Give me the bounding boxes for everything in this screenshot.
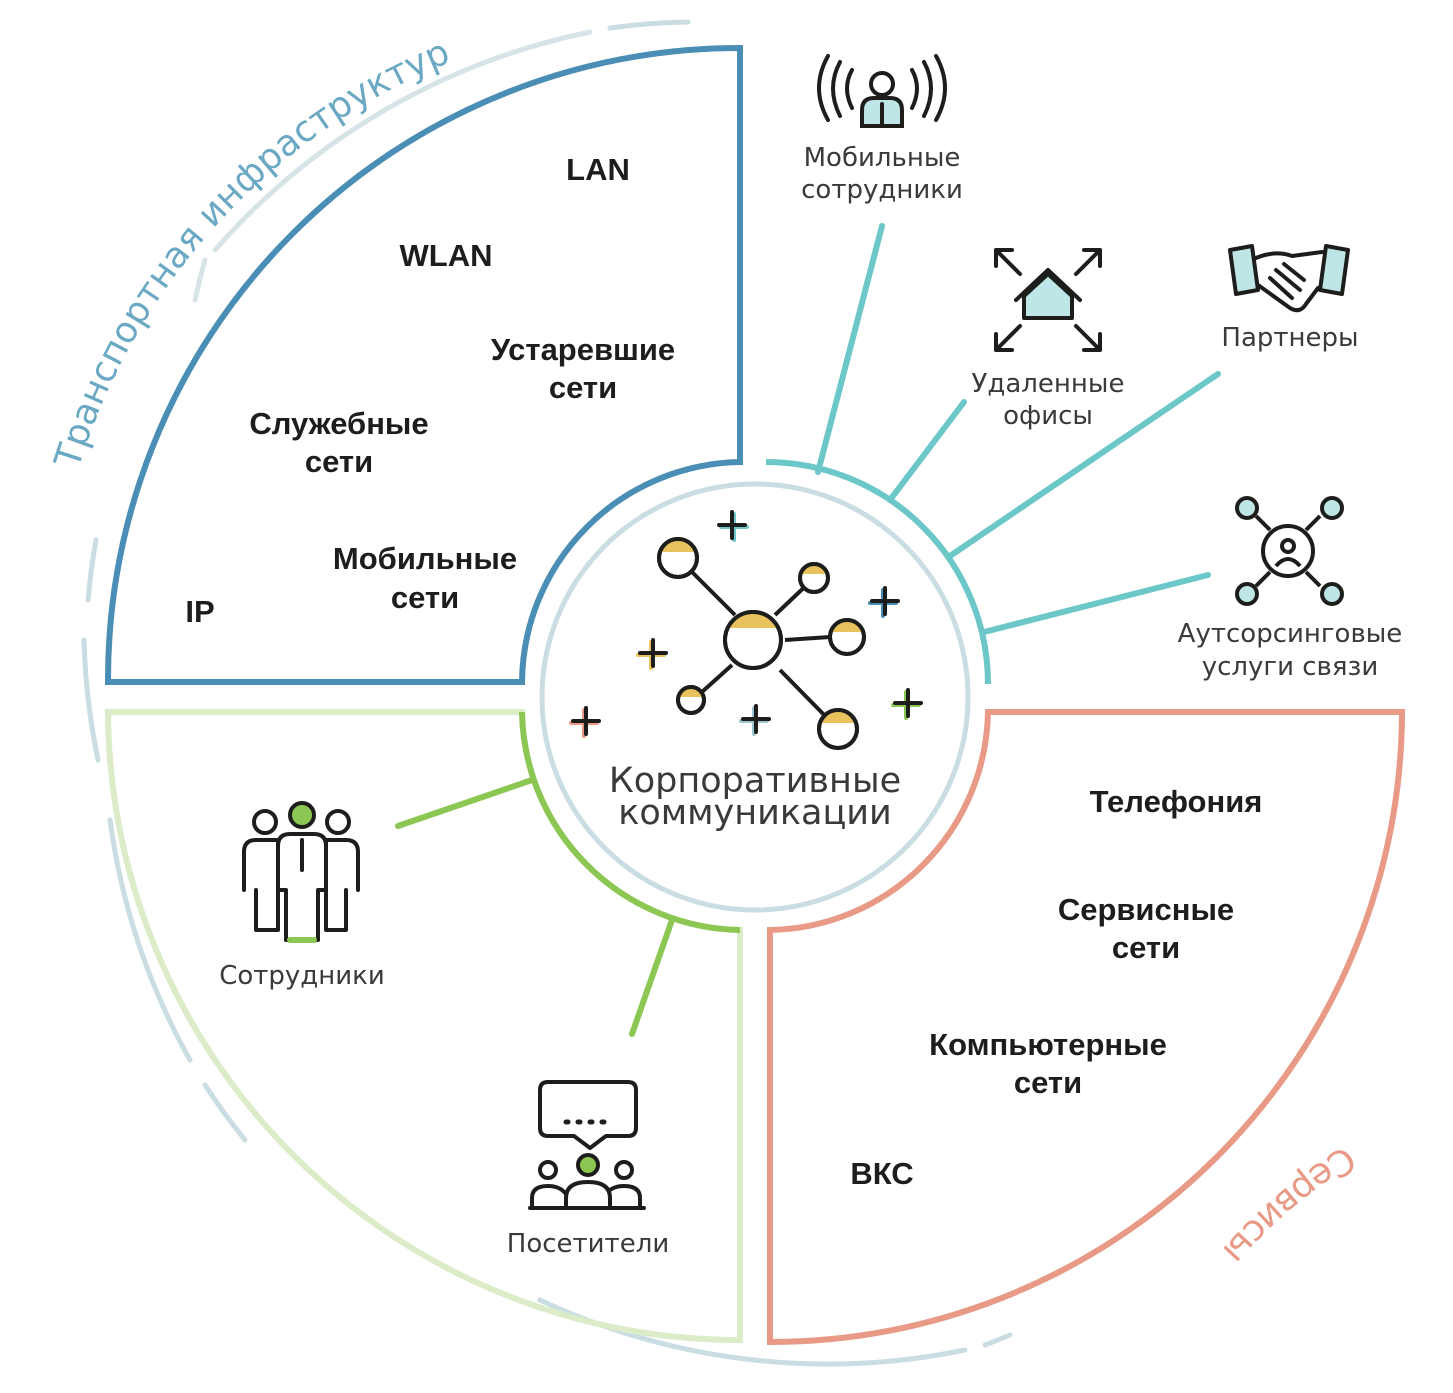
services-arc-title: Сервисы	[1215, 1137, 1363, 1272]
external-connectors	[815, 223, 1221, 635]
network-icon	[657, 537, 866, 750]
handshake-icon	[1228, 244, 1350, 313]
label-partners: Партнеры	[1221, 323, 1358, 353]
employees-icon	[242, 801, 360, 943]
plus-icon	[891, 688, 923, 720]
label-legacy-1: Устаревшие	[491, 332, 675, 367]
label-ip: IP	[185, 594, 214, 629]
connector-partners	[947, 371, 1221, 559]
connector-employees	[395, 777, 535, 829]
label-remote-1: Удаленные	[972, 369, 1125, 399]
label-outsourcing-2: услуги связи	[1202, 652, 1379, 682]
connector-mobile-staff	[815, 223, 885, 475]
mobile-staff-icon	[817, 54, 947, 128]
label-service-2: сети	[305, 444, 373, 479]
outer-ring	[81, 19, 1013, 1367]
label-computer-1: Компьютерные	[929, 1027, 1167, 1062]
label-computer-2: сети	[1014, 1065, 1082, 1100]
label-vks: ВКС	[850, 1156, 913, 1191]
connector-remote	[887, 399, 967, 503]
label-service-nets-1: Сервисные	[1058, 892, 1234, 927]
plus-icon	[739, 704, 771, 736]
center-title-line1: Корпоративные	[609, 761, 901, 801]
plus-icon	[636, 638, 668, 670]
visitors-icon	[528, 1080, 646, 1210]
label-legacy-2: сети	[549, 370, 617, 405]
outer-ring-arc-bottom	[537, 1297, 968, 1367]
quadrant-services	[767, 709, 1406, 1346]
label-mobile-staff-1: Мобильные	[804, 143, 961, 173]
label-service-nets-2: сети	[1112, 930, 1180, 965]
quadrant-transport	[104, 44, 743, 685]
connector-visitors	[629, 917, 675, 1037]
plus-icon	[717, 510, 749, 542]
outsourcing-icon	[1235, 496, 1344, 606]
label-outsourcing-1: Аутсорсинговые	[1178, 619, 1403, 649]
users-inner-arc	[519, 711, 741, 933]
label-employees: Сотрудники	[219, 961, 385, 991]
plus-icon	[868, 586, 900, 618]
label-wlan: WLAN	[400, 238, 493, 273]
outer-ring-arc-left	[192, 257, 208, 303]
outer-ring-arc-left-4	[107, 817, 193, 1063]
center-title-line2: коммуникации	[618, 793, 892, 833]
outer-ring-arc-bottom-2	[982, 1332, 1013, 1348]
center-circle	[539, 481, 971, 913]
outer-ring-arc-left-5	[202, 1082, 248, 1143]
remote-office-icon	[994, 248, 1102, 352]
outer-ring-arc-left-3	[81, 637, 101, 763]
label-visitors: Посетители	[507, 1229, 669, 1259]
plus-icons	[569, 510, 923, 738]
label-mobile-staff-2: сотрудники	[801, 175, 963, 205]
outer-ring-arc-top-2	[212, 29, 593, 253]
label-mobile-2: сети	[391, 580, 459, 615]
label-telephony: Телефония	[1090, 784, 1263, 819]
users-connectors	[395, 777, 675, 1037]
label-lan: LAN	[566, 152, 630, 187]
outer-ring-arc-top	[607, 19, 691, 31]
connector-outsourcing	[981, 572, 1211, 635]
outer-ring-arc-left-2	[85, 537, 99, 603]
label-service-1: Служебные	[249, 406, 428, 441]
label-mobile-1: Мобильные	[333, 541, 517, 576]
label-remote-2: офисы	[1003, 401, 1093, 431]
plus-icon	[569, 706, 601, 738]
